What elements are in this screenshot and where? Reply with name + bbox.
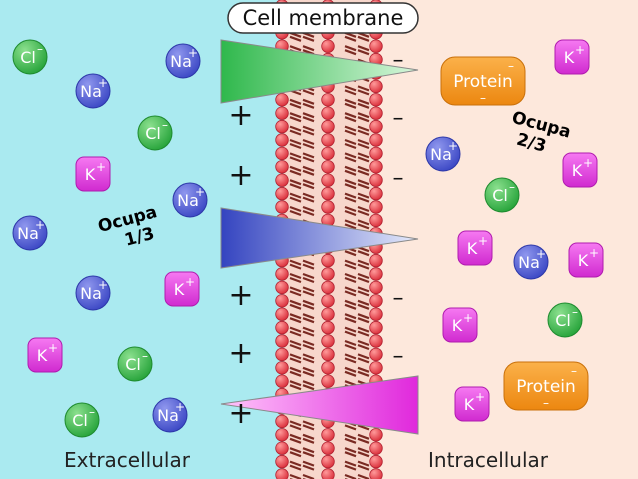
svg-text:+: + — [96, 160, 106, 174]
svg-text:+: + — [475, 390, 485, 404]
ions-layer: Cl–Na+Na+Cl–K+Na+Na+Na+K+K+Cl–Cl–Na+Prot… — [12, 39, 604, 438]
svg-text:+: + — [575, 43, 585, 57]
k-ion: K+ — [27, 337, 63, 373]
title-box — [227, 2, 419, 34]
cl-ion: Cl– — [484, 177, 520, 213]
intracellular-label: Intracellular — [428, 448, 549, 472]
na-ion: Na+ — [513, 244, 549, 280]
protein-ion: Protein– – — [503, 361, 589, 411]
negative-charge: – — [393, 166, 404, 191]
k-ion: K+ — [457, 230, 493, 266]
k-ion: K+ — [164, 271, 200, 307]
svg-text:–: – — [508, 59, 514, 73]
svg-text:+: + — [98, 278, 108, 292]
na-ion: Na+ — [12, 215, 48, 251]
negative-charge: – — [393, 286, 404, 311]
cl-ion: Cl– — [12, 39, 48, 75]
svg-text:+: + — [98, 76, 108, 90]
na-ion: Na+ — [75, 275, 111, 311]
svg-text:K: K — [467, 239, 478, 258]
svg-text:K: K — [578, 251, 589, 270]
svg-text:+: + — [463, 311, 473, 325]
na-ion: Na+ — [172, 182, 208, 218]
svg-text:Protein: Protein — [453, 72, 513, 92]
svg-text:Protein: Protein — [516, 377, 576, 397]
svg-text:+: + — [188, 46, 198, 60]
svg-text:–: – — [37, 42, 43, 56]
svg-text:Cl: Cl — [492, 186, 508, 205]
negative-charge: – — [393, 48, 404, 73]
negative-charge: – — [393, 344, 404, 369]
svg-text:K: K — [452, 316, 463, 335]
k-ion: K+ — [554, 39, 590, 75]
positive-charge: + — [228, 396, 253, 431]
chloride-gradient-wedge — [220, 207, 419, 269]
svg-text:Cl: Cl — [125, 355, 141, 374]
svg-text:–: – — [509, 180, 515, 194]
svg-text:–: – — [572, 305, 578, 319]
membrane-charges: + + + + + – – – – – — [228, 48, 403, 431]
svg-text:Na: Na — [177, 191, 199, 210]
svg-text:+: + — [583, 156, 593, 170]
svg-text:+: + — [185, 275, 195, 289]
svg-text:Na: Na — [80, 284, 102, 303]
svg-text:Na: Na — [170, 52, 192, 71]
svg-text:Na: Na — [518, 253, 540, 272]
svg-text:K: K — [85, 165, 96, 184]
svg-text:K: K — [564, 48, 575, 67]
k-ion: K+ — [568, 242, 604, 278]
svg-text:+: + — [536, 247, 546, 261]
negative-charge: – — [393, 106, 404, 131]
na-ion: Na+ — [152, 397, 188, 433]
k-ion: K+ — [562, 152, 598, 188]
svg-text:+: + — [589, 246, 599, 260]
svg-text:Cl: Cl — [555, 311, 571, 330]
protein-ion: Protein– – — [440, 56, 526, 106]
svg-text:–: – — [89, 405, 95, 419]
positive-charge: + — [228, 278, 253, 313]
cl-ion: Cl– — [547, 302, 583, 338]
svg-text:+: + — [48, 341, 58, 355]
svg-text:Na: Na — [430, 145, 452, 164]
svg-text:+: + — [195, 185, 205, 199]
na-ion: Na+ — [165, 43, 201, 79]
na-ion: Na+ — [75, 73, 111, 109]
sodium-gradient-wedge — [220, 39, 419, 104]
svg-text:–: – — [142, 349, 148, 363]
svg-text:+: + — [478, 234, 488, 248]
positive-charge: + — [228, 336, 253, 371]
svg-text:K: K — [37, 346, 48, 365]
svg-text:K: K — [572, 161, 583, 180]
extracellular-label: Extracellular — [64, 448, 191, 472]
svg-text:–: – — [571, 364, 577, 378]
svg-text:Na: Na — [17, 224, 39, 243]
cl-ion: Cl– — [117, 346, 153, 382]
svg-text:Cl: Cl — [145, 124, 161, 143]
svg-text:–: – — [543, 396, 549, 410]
svg-text:Na: Na — [80, 82, 102, 101]
positive-charge: + — [228, 158, 253, 193]
k-ion: K+ — [75, 156, 111, 192]
svg-text:+: + — [175, 400, 185, 414]
cl-ion: Cl– — [64, 402, 100, 438]
na-ion: Na+ — [425, 136, 461, 172]
cl-ion: Cl– — [137, 115, 173, 151]
potassium-gradient-wedge — [220, 375, 419, 435]
svg-text:Cl: Cl — [72, 411, 88, 430]
svg-text:Cl: Cl — [20, 48, 36, 67]
svg-text:K: K — [174, 280, 185, 299]
svg-text:Na: Na — [157, 406, 179, 425]
svg-text:+: + — [35, 218, 45, 232]
positive-charge: + — [228, 98, 253, 133]
title-text: Cell membrane — [243, 6, 404, 30]
svg-text:–: – — [480, 91, 486, 105]
svg-text:+: + — [448, 139, 458, 153]
svg-text:K: K — [464, 395, 475, 414]
svg-text:–: – — [162, 118, 168, 132]
k-ion: K+ — [442, 307, 478, 343]
k-ion: K+ — [454, 386, 490, 422]
